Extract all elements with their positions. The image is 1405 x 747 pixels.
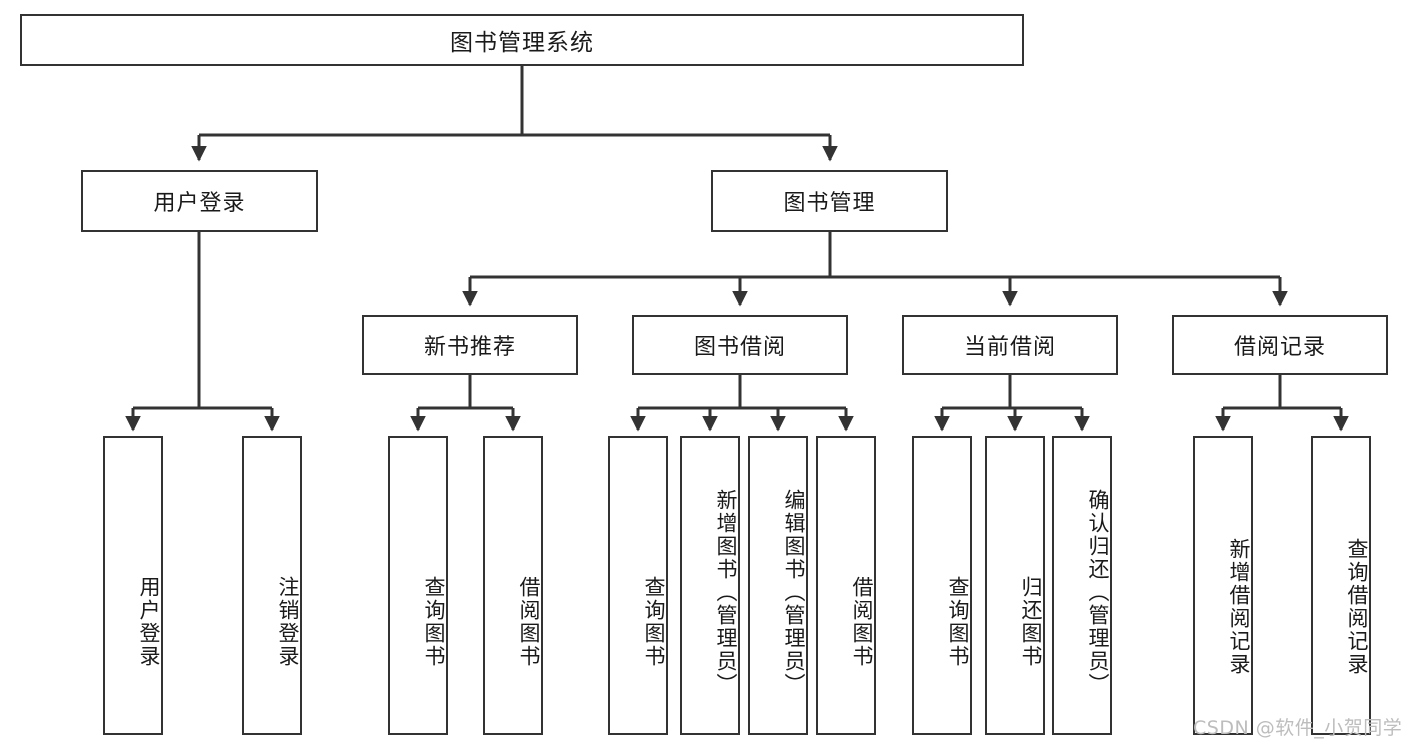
- node-label: 归还图书: [1019, 575, 1043, 668]
- node-label: 编辑图书（管理员）: [782, 489, 806, 696]
- node-leaf-return-book[interactable]: 归还图书: [985, 436, 1045, 735]
- node-root-system[interactable]: 图书管理系统: [20, 14, 1024, 66]
- node-leaf-query-book-3[interactable]: 查询图书: [912, 436, 972, 735]
- node-label: 借阅图书: [517, 575, 541, 668]
- node-label: 确认归还（管理员）: [1086, 489, 1110, 696]
- node-label: 当前借阅: [963, 335, 1056, 360]
- node-label: 新书推荐: [423, 335, 516, 360]
- node-leaf-confirm-return-admin[interactable]: 确认归还（管理员）: [1052, 436, 1112, 735]
- node-label: 用户登录: [153, 191, 246, 216]
- node-leaf-borrow-book-1[interactable]: 借阅图书: [483, 436, 543, 735]
- node-label: 图书借阅: [693, 335, 786, 360]
- node-label: 借阅图书: [850, 575, 874, 668]
- node-label: 新增图书（管理员）: [714, 489, 738, 696]
- node-leaf-user-logout[interactable]: 注销登录: [242, 436, 302, 735]
- node-leaf-query-book-2[interactable]: 查询图书: [608, 436, 668, 735]
- node-label: 查询借阅记录: [1345, 537, 1369, 676]
- node-leaf-borrow-book-2[interactable]: 借阅图书: [816, 436, 876, 735]
- node-label: 注销登录: [276, 575, 300, 668]
- node-leaf-add-book-admin[interactable]: 新增图书（管理员）: [680, 436, 740, 735]
- node-label: 用户登录: [137, 575, 161, 668]
- node-label: 借阅记录: [1233, 335, 1326, 360]
- node-label: 新增借阅记录: [1227, 537, 1251, 676]
- node-label: 查询图书: [642, 575, 666, 668]
- node-leaf-edit-book-admin[interactable]: 编辑图书（管理员）: [748, 436, 808, 735]
- node-label: 查询图书: [946, 575, 970, 668]
- node-label: 查询图书: [422, 575, 446, 668]
- node-book-borrow[interactable]: 图书借阅: [632, 315, 848, 375]
- csdn-watermark: CSDN @软件_小贺同学: [1193, 717, 1403, 739]
- node-leaf-add-borrow-record[interactable]: 新增借阅记录: [1193, 436, 1253, 735]
- node-leaf-user-login[interactable]: 用户登录: [103, 436, 163, 735]
- node-new-book-rec[interactable]: 新书推荐: [362, 315, 578, 375]
- node-current-borrow[interactable]: 当前借阅: [902, 315, 1118, 375]
- node-book-manage[interactable]: 图书管理: [711, 170, 948, 232]
- node-label: 图书管理系统: [450, 30, 594, 56]
- node-leaf-query-book-1[interactable]: 查询图书: [388, 436, 448, 735]
- node-user-login[interactable]: 用户登录: [81, 170, 318, 232]
- node-label: 图书管理: [783, 191, 876, 216]
- node-leaf-query-borrow-record[interactable]: 查询借阅记录: [1311, 436, 1371, 735]
- node-borrow-record[interactable]: 借阅记录: [1172, 315, 1388, 375]
